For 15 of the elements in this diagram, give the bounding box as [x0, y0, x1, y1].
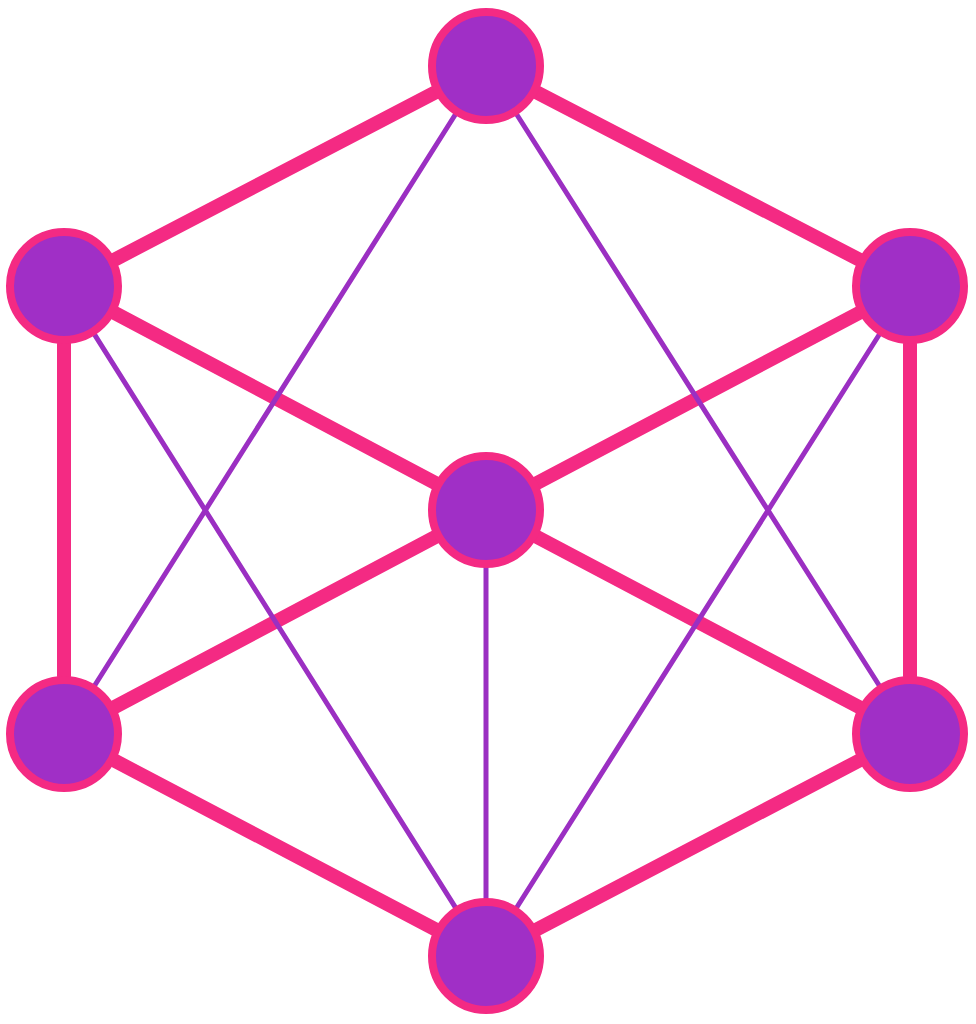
connector-line [514, 332, 882, 910]
connector-line [483, 565, 489, 901]
connector-line [530, 530, 866, 714]
connector-line [108, 530, 442, 714]
graph-node-circle [428, 8, 544, 124]
graph-node-circle [428, 898, 544, 1014]
connector-line [530, 85, 866, 267]
connector-line [92, 112, 458, 688]
connector-line [530, 306, 866, 490]
connector-line [514, 112, 882, 688]
connector-line [108, 85, 442, 267]
connector-line [108, 306, 442, 490]
connector-line [92, 332, 458, 910]
connector-line [530, 753, 866, 937]
connector-line [108, 754, 442, 936]
